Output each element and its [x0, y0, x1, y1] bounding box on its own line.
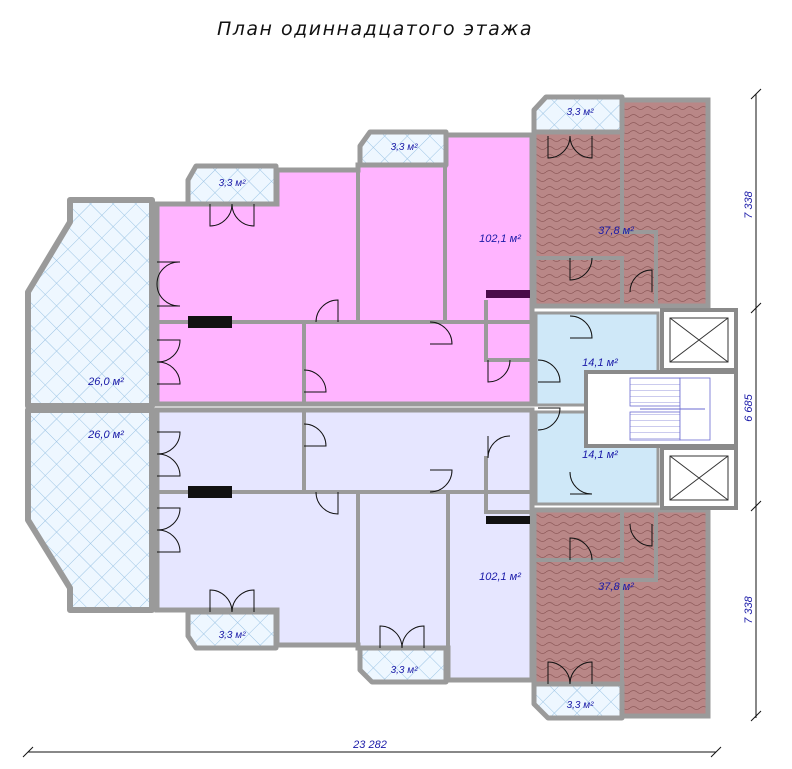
interior-walls	[157, 132, 658, 684]
dimension-right-top: 7 338	[743, 190, 755, 218]
balcony-top-mid	[357, 129, 449, 168]
elevator-shaft-icon	[660, 308, 738, 372]
area-label: 26,0 м²	[87, 376, 124, 388]
balcony-top-right	[531, 94, 625, 135]
area-label: 3,3 м²	[391, 142, 419, 153]
dimension-right-middle: 6 685	[743, 393, 755, 421]
area-label: 26,0 м²	[87, 429, 124, 441]
loggia-upper	[25, 197, 155, 409]
staircase-icon	[584, 370, 738, 448]
area-label: 102,1 м²	[479, 233, 521, 245]
door-swing-icon	[156, 135, 653, 685]
dimension-right-bottom: 7 338	[743, 595, 755, 623]
area-label: 102,1 м²	[479, 571, 521, 583]
area-label: 14,1 м²	[582, 449, 618, 461]
balcony-bottom-left	[185, 609, 279, 651]
area-label: 14,1 м²	[582, 357, 618, 369]
area-label: 3,3 м²	[567, 700, 595, 711]
balcony-bottom-right	[531, 681, 625, 721]
radiator-icon	[486, 290, 530, 298]
balcony-bottom-mid	[357, 645, 449, 685]
area-label: 3,3 м²	[391, 665, 419, 676]
plan-title: План одиннадцатого этажа	[216, 18, 534, 40]
radiator-icon	[188, 486, 232, 498]
dimension-bottom-total: 23 282	[352, 739, 387, 751]
area-label: 3,3 м²	[219, 630, 247, 641]
balcony-top-left	[185, 163, 279, 207]
dimension-line-icon	[750, 88, 762, 722]
area-label: 3,3 м²	[219, 178, 247, 189]
elevator-shaft-icon	[660, 446, 738, 510]
radiator-icon	[188, 316, 232, 328]
area-label: 37,8 м²	[598, 581, 634, 593]
loggia-lower	[25, 407, 155, 613]
area-label: 37,8 м²	[598, 225, 634, 237]
area-label: 3,3 м²	[567, 107, 595, 118]
dimension-line-icon	[22, 746, 722, 758]
radiator-icon	[486, 516, 530, 524]
